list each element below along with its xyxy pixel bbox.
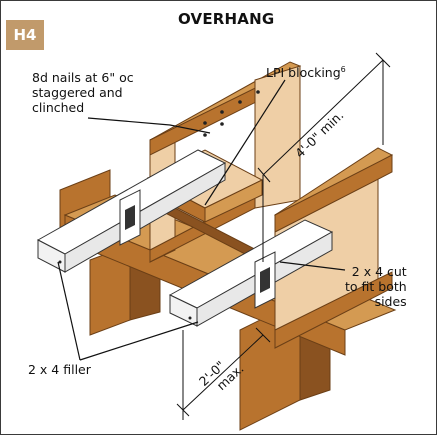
nails-note-line3: clinched (32, 100, 85, 115)
filler-right (168, 219, 334, 327)
cut-note-line3: sides (374, 294, 407, 309)
nails-note-line2: staggered and (32, 85, 123, 100)
filler-note: 2 x 4 filler (28, 362, 91, 377)
lpi-blocking-label: LPI blocking (266, 65, 341, 81)
lpi-blocking-note: LPI blocking6 (266, 62, 346, 80)
diagram-title: OVERHANG (178, 10, 275, 28)
nail-pattern (58, 90, 260, 320)
filler-left (36, 149, 227, 273)
cut-note: 2 x 4 cut to fit both sides (345, 264, 407, 309)
nails-note: 8d nails at 6" oc staggered and clinched (32, 70, 134, 115)
nails-note-line1: 8d nails at 6" oc (32, 70, 134, 85)
leader-lines (57, 79, 346, 361)
cut-note-line1: 2 x 4 cut (351, 264, 407, 279)
lpi-blocking-footnote: 6 (340, 65, 346, 74)
cut-note-line2: to fit both (345, 279, 407, 294)
dimension-lines (176, 52, 391, 420)
detail-badge: H4 (6, 20, 44, 50)
